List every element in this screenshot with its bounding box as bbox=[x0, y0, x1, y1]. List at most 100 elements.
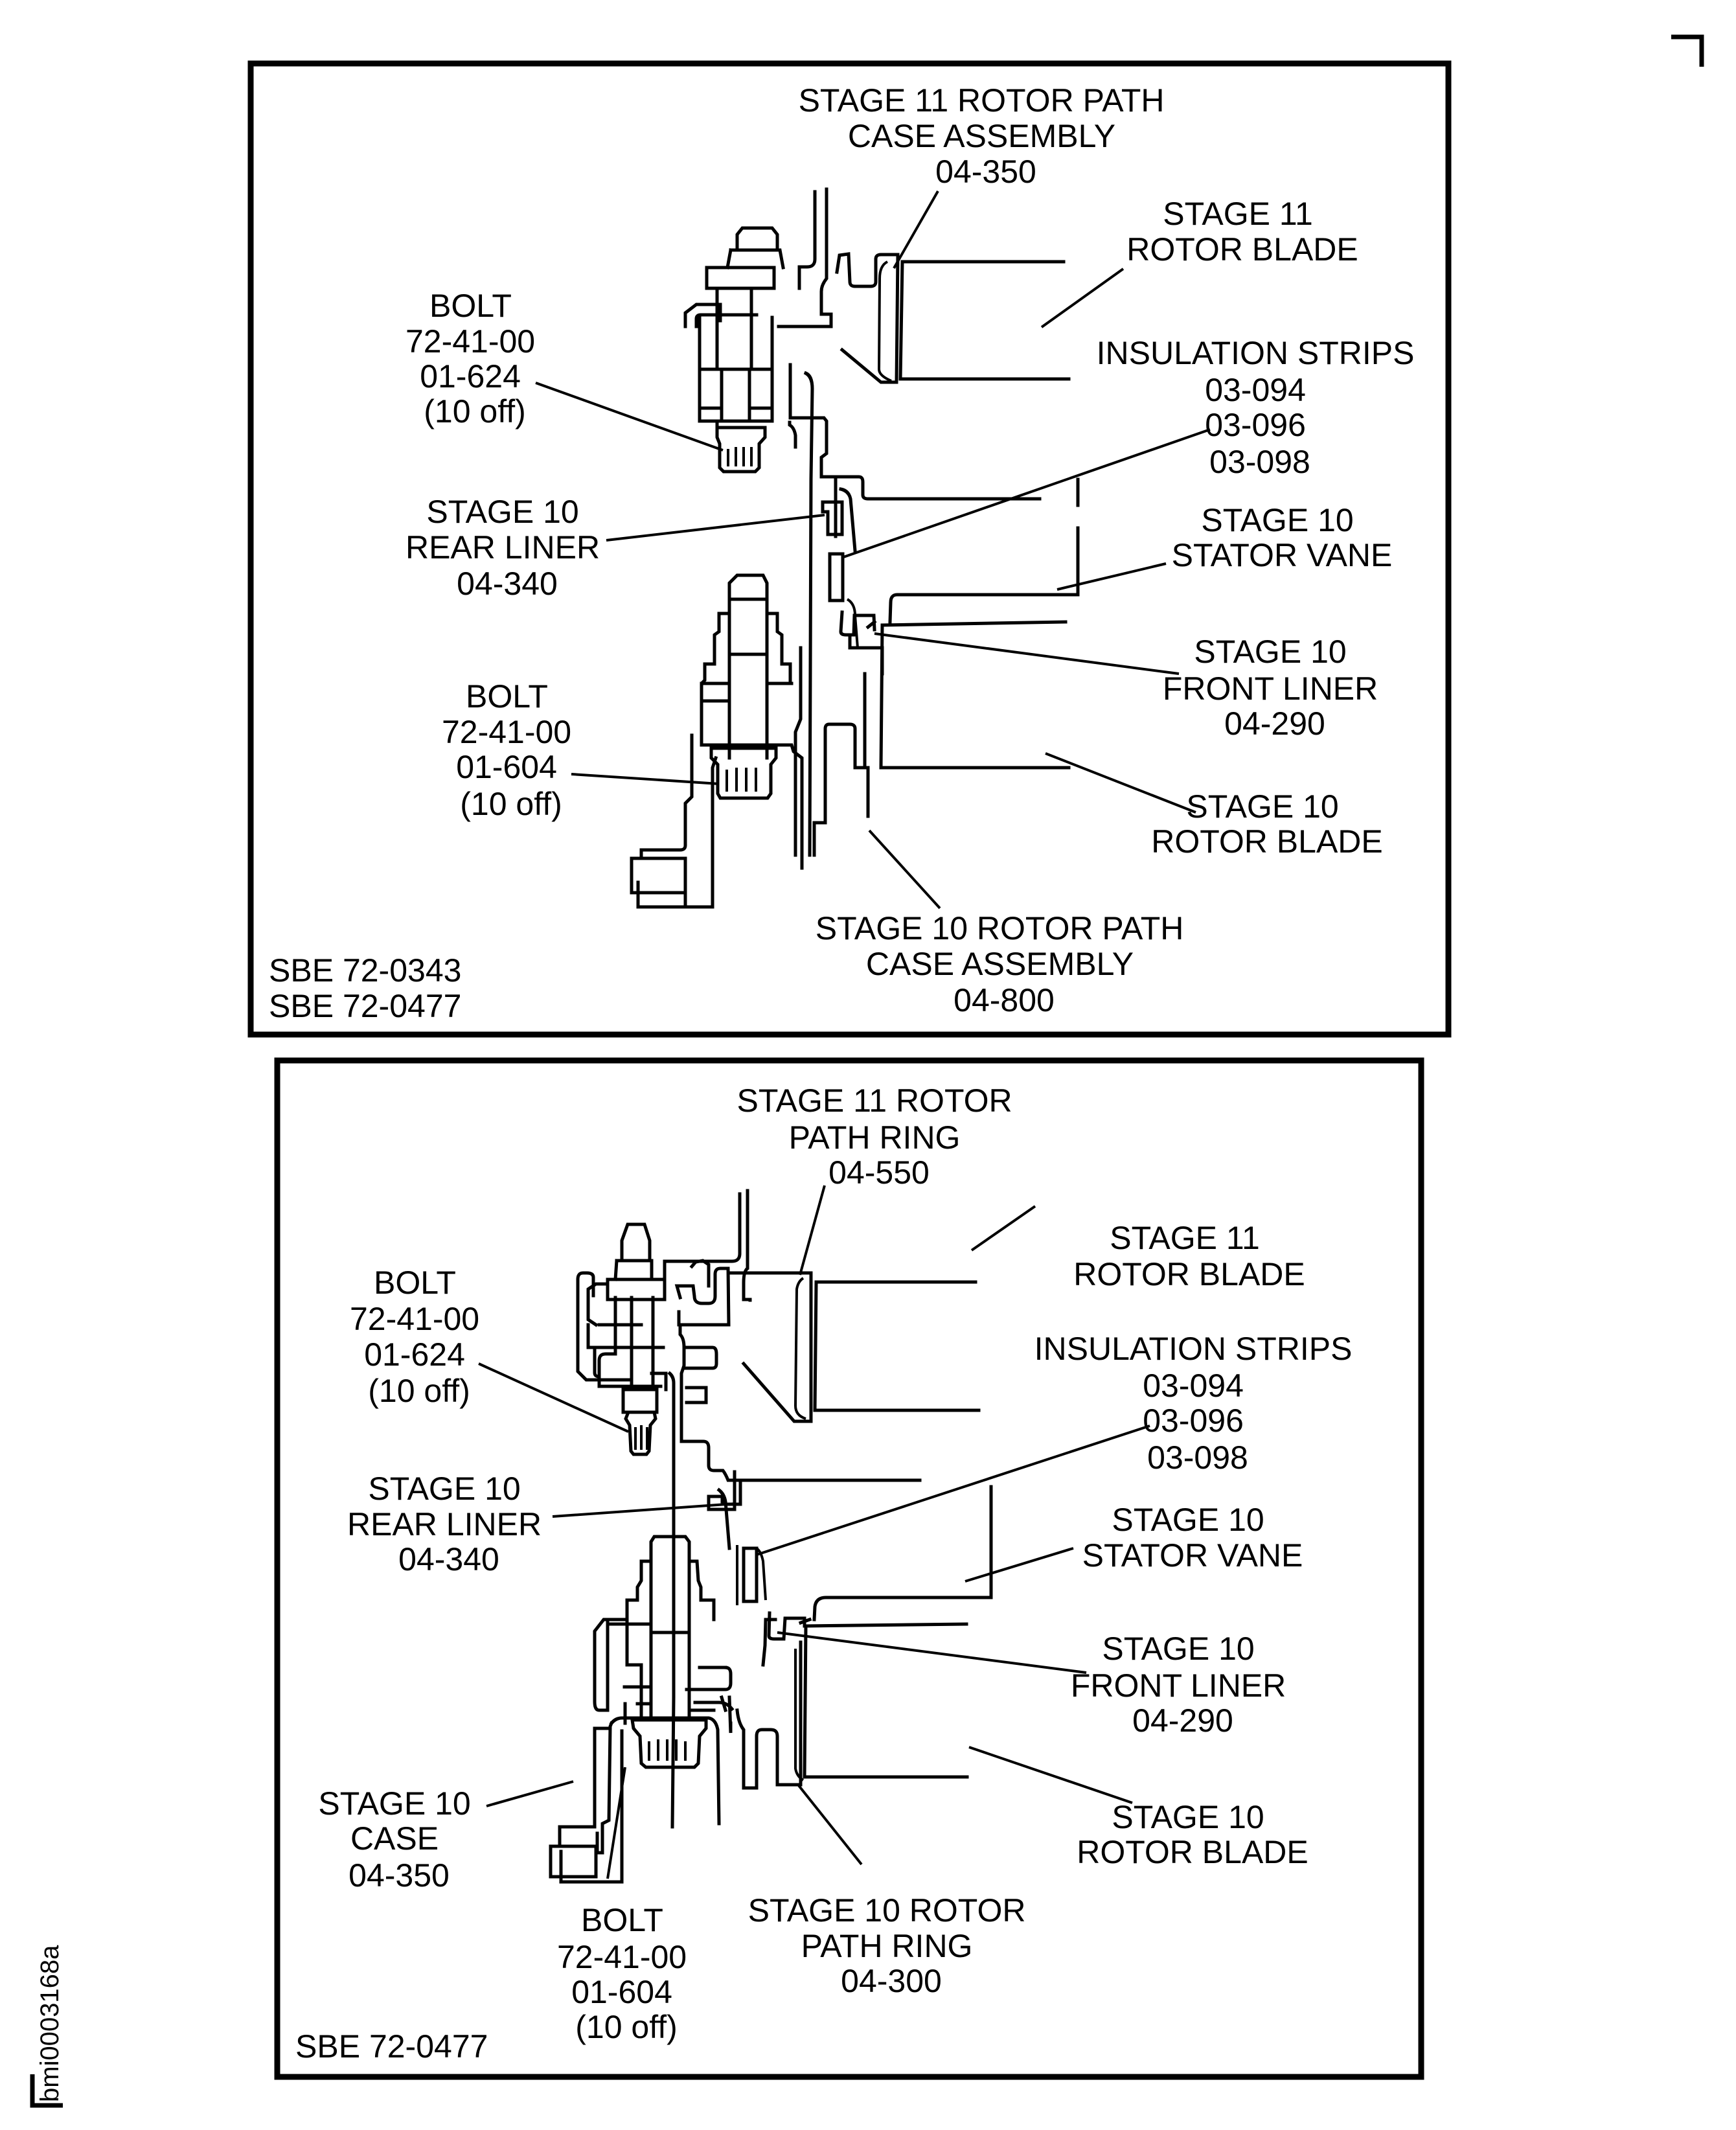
bolt-upper-splines bbox=[634, 1425, 648, 1450]
outer-case-line bbox=[797, 190, 817, 290]
leader-stage10-stator-vane bbox=[965, 1547, 1074, 1583]
leader-stage10-rear-liner bbox=[552, 1502, 737, 1518]
leader-stage10-rotor-path-case bbox=[868, 829, 941, 910]
leader-stage11-rotor-path-case bbox=[893, 190, 939, 269]
case-wall-inner bbox=[788, 420, 797, 449]
stage10-rear-liner-case bbox=[788, 363, 1042, 501]
bolt-lower-stud bbox=[727, 573, 769, 760]
leader-bolt-lower bbox=[606, 1767, 626, 1879]
label-stage10-rear-liner: STAGE 10 REAR LINER 04-340 bbox=[347, 1471, 551, 1577]
labels-top: STAGE 11 ROTOR PATH CASE ASSEMBLY 04-350… bbox=[269, 82, 1424, 1024]
crop-mark-bottom-left bbox=[30, 2074, 63, 2108]
label-stage11-rotor-path-case: STAGE 11 ROTOR PATH CASE ASSEMBLY 04-350 bbox=[799, 82, 1174, 190]
bolt-upper-outer-flange bbox=[576, 1271, 632, 1382]
leader-stage11-rotor-path-ring bbox=[799, 1185, 826, 1276]
stage10-front-liner bbox=[767, 1611, 812, 1641]
label-bolt-lower: BOLT 72-41-00 01-604 (10 off) bbox=[442, 678, 580, 822]
stage11-rotor-blade bbox=[898, 260, 1071, 381]
stage10-rotor-path-ring-inner bbox=[794, 1649, 805, 1781]
label-stage10-rear-liner: STAGE 10 REAR LINER 04-340 bbox=[405, 494, 609, 602]
insulation-rail bbox=[683, 1346, 718, 1404]
labels-bottom: STAGE 11 ROTOR PATH RING 04-550 STAGE 11… bbox=[295, 1082, 1362, 2065]
case-wall bbox=[667, 1371, 676, 1829]
panel-frame bbox=[274, 1057, 1424, 2080]
leader-stage10-rear-liner bbox=[606, 514, 825, 542]
stage10-stator-vane bbox=[888, 477, 1080, 624]
label-bolt-lower: BOLT 72-41-00 01-604 (10 off) bbox=[557, 1902, 696, 2045]
leader-stage10-rotor-blade bbox=[1045, 752, 1196, 814]
stage11-path-case-inner bbox=[877, 260, 892, 382]
stage10-rear-liner bbox=[821, 477, 857, 553]
bolt-lower-stud bbox=[649, 1535, 691, 1722]
bolt-upper-washer bbox=[621, 1371, 668, 1414]
stage10-front-liner-rail bbox=[761, 1618, 777, 1667]
stage10-case bbox=[549, 1721, 624, 1884]
bolt-lower-collar bbox=[700, 612, 794, 747]
case-flange-left-outer bbox=[668, 755, 718, 909]
label-bolt-upper: BOLT 72-41-00 01-624 (10 off) bbox=[405, 288, 544, 429]
stage11-path-ring-body bbox=[689, 1259, 813, 1423]
insulation-strip bbox=[742, 1546, 759, 1603]
label-stage10-stator-vane: STAGE 10 STATOR VANE bbox=[1082, 1502, 1303, 1574]
stage10-rotor-path-ring bbox=[735, 1640, 803, 1790]
label-stage10-front-liner: STAGE 10 FRONT LINER 04-290 bbox=[1071, 1631, 1295, 1739]
leader-stage11-rotor-blade bbox=[1040, 268, 1125, 328]
reference-list: SBE 72-0343 SBE 72-0477 bbox=[269, 952, 470, 1024]
stage10-rear-liner bbox=[707, 1470, 742, 1550]
leader-insulation-strips bbox=[756, 1425, 1150, 1556]
stage11-rotor-blade bbox=[813, 1280, 981, 1412]
case-flange-left bbox=[630, 733, 694, 909]
label-stage10-rotor-path-case: STAGE 10 ROTOR PATH CASE ASSEMBLY 04-800 bbox=[816, 910, 1193, 1018]
leader-stage10-front-liner bbox=[777, 1631, 1087, 1674]
insulation-strip bbox=[828, 552, 845, 602]
stage10-rotor-blade bbox=[879, 620, 1071, 770]
label-stage11-rotor-blade: STAGE 11 ROTOR BLADE bbox=[1126, 196, 1358, 268]
label-stage11-rotor-path-ring: STAGE 11 ROTOR PATH RING 04-550 bbox=[737, 1082, 1021, 1191]
leader-stage10-front-liner bbox=[874, 632, 1180, 675]
label-insulation-strips: INSULATION STRIPS 03-094 03-096 03-098 bbox=[1097, 335, 1424, 480]
bolt-lower-nut bbox=[630, 1718, 708, 1769]
label-stage10-case: STAGE 10 CASE 04-350 bbox=[318, 1785, 479, 1894]
panel-post-modification: STAGE 11 ROTOR PATH RING 04-550 STAGE 11… bbox=[274, 1057, 1424, 2080]
leader-stage10-case bbox=[486, 1780, 574, 1807]
case-flange-lower bbox=[794, 646, 803, 857]
leader-bolt-upper bbox=[478, 1362, 629, 1433]
outer-case-line bbox=[777, 187, 833, 328]
bolt-lower-inner bbox=[607, 1618, 653, 1725]
section-drawing-top bbox=[630, 187, 1080, 909]
case-wall bbox=[803, 371, 814, 857]
outer-case-line bbox=[742, 1189, 752, 1302]
case-wall-inner bbox=[678, 1323, 922, 1482]
panel-pre-modification: STAGE 11 ROTOR PATH CASE ASSEMBLY 04-350… bbox=[247, 60, 1452, 1038]
label-stage10-rotor-path-ring: STAGE 10 ROTOR PATH RING 04-300 bbox=[748, 1892, 1035, 1999]
label-stage10-stator-vane: STAGE 10 STATOR VANE bbox=[1172, 502, 1393, 573]
crop-mark-top-right bbox=[1671, 34, 1704, 67]
outer-case-line bbox=[663, 1192, 742, 1298]
bolt-upper-nut bbox=[715, 421, 767, 474]
stage11-path-ring-inner bbox=[794, 1277, 806, 1420]
bolt-upper-splines bbox=[727, 447, 753, 466]
stage10-rotor-path-case bbox=[812, 722, 870, 857]
stage10-rotor-blade bbox=[803, 1622, 969, 1779]
panel-frame bbox=[247, 60, 1452, 1038]
label-bolt-upper: BOLT 72-41-00 01-624 (10 off) bbox=[350, 1265, 488, 1409]
leader-stage10-stator-vane bbox=[1056, 562, 1167, 591]
leader-stage11-rotor-blade bbox=[970, 1205, 1036, 1252]
bolt-upper-head bbox=[705, 226, 785, 290]
bolt-upper-body bbox=[683, 286, 774, 423]
stage11-path-case bbox=[835, 252, 900, 384]
leader-insulation-strips bbox=[843, 428, 1211, 558]
label-stage11-rotor-blade: STAGE 11 ROTOR BLADE bbox=[1073, 1220, 1305, 1292]
leader-stage10-rotor-path-ring bbox=[797, 1783, 863, 1866]
bolt-upper-head bbox=[606, 1222, 667, 1301]
bolt-lower-splines bbox=[648, 1739, 687, 1761]
leader-lines-bottom bbox=[478, 1185, 1150, 1879]
bolt-lower-base bbox=[700, 743, 804, 870]
label-insulation-strips: INSULATION STRIPS 03-094 03-096 03-098 bbox=[1034, 1331, 1362, 1476]
label-stage10-rotor-blade: STAGE 10 ROTOR BLADE bbox=[1077, 1799, 1308, 1870]
figure-id: bmi0003168a bbox=[36, 1945, 64, 2102]
reference-list: SBE 72-0477 bbox=[295, 2028, 488, 2065]
bolt-lower-base bbox=[609, 1716, 721, 1826]
stage10-front-liner bbox=[839, 610, 877, 637]
